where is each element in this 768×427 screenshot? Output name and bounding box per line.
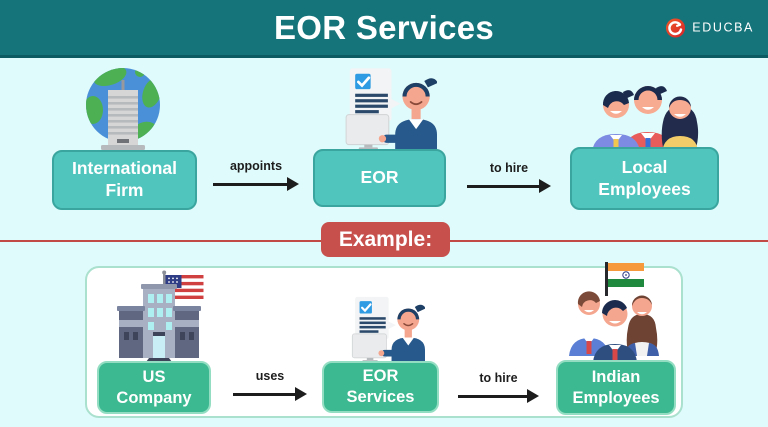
employees-group-icon: [586, 78, 708, 152]
person-computer-icon: [345, 292, 426, 362]
page-title: EOR Services: [273, 8, 495, 46]
arrow-to-hire-top-shaft: [467, 179, 551, 193]
arrow-to-hire-example-shaft: [458, 389, 539, 403]
arrow-uses-shaft: [233, 387, 307, 401]
arrow-to-hire-example-label: to hire: [479, 371, 518, 385]
arrow-right-icon: [527, 389, 539, 403]
person-computer-icon: [337, 62, 438, 150]
arrow-right-icon: [287, 177, 299, 191]
arrow-right-icon: [539, 179, 551, 193]
arrow-appoints-label: appoints: [229, 159, 283, 173]
node-eor-services: EOR Services: [322, 361, 439, 413]
node-indian-employees: Indian Employees: [556, 360, 676, 415]
educba-brand-icon: [665, 17, 686, 38]
us-building-flag-icon: [105, 270, 217, 362]
arrow-uses-label: uses: [255, 369, 285, 383]
arrow-right-icon: [295, 387, 307, 401]
node-international-firm: International Firm: [52, 150, 197, 210]
educba-brand-label: EDUCBA: [692, 20, 754, 35]
globe-building-icon: [84, 65, 162, 151]
arrow-to-hire-example: to hire: [458, 371, 539, 403]
example-badge: Example:: [321, 222, 450, 257]
educba-logo: EDUCBA: [665, 17, 754, 38]
arrow-appoints: appoints: [213, 159, 299, 191]
arrow-uses: uses: [233, 369, 307, 401]
node-eor: EOR: [313, 149, 446, 207]
indian-employees-flag-icon: [563, 262, 667, 362]
node-us-company: US Company: [97, 361, 211, 414]
arrow-appoints-shaft: [213, 177, 299, 191]
arrow-to-hire-top: to hire: [467, 161, 551, 193]
header-bar: EOR Services EDUCBA: [0, 0, 768, 58]
node-local-employees: Local Employees: [570, 147, 719, 210]
arrow-to-hire-top-label: to hire: [489, 161, 529, 175]
